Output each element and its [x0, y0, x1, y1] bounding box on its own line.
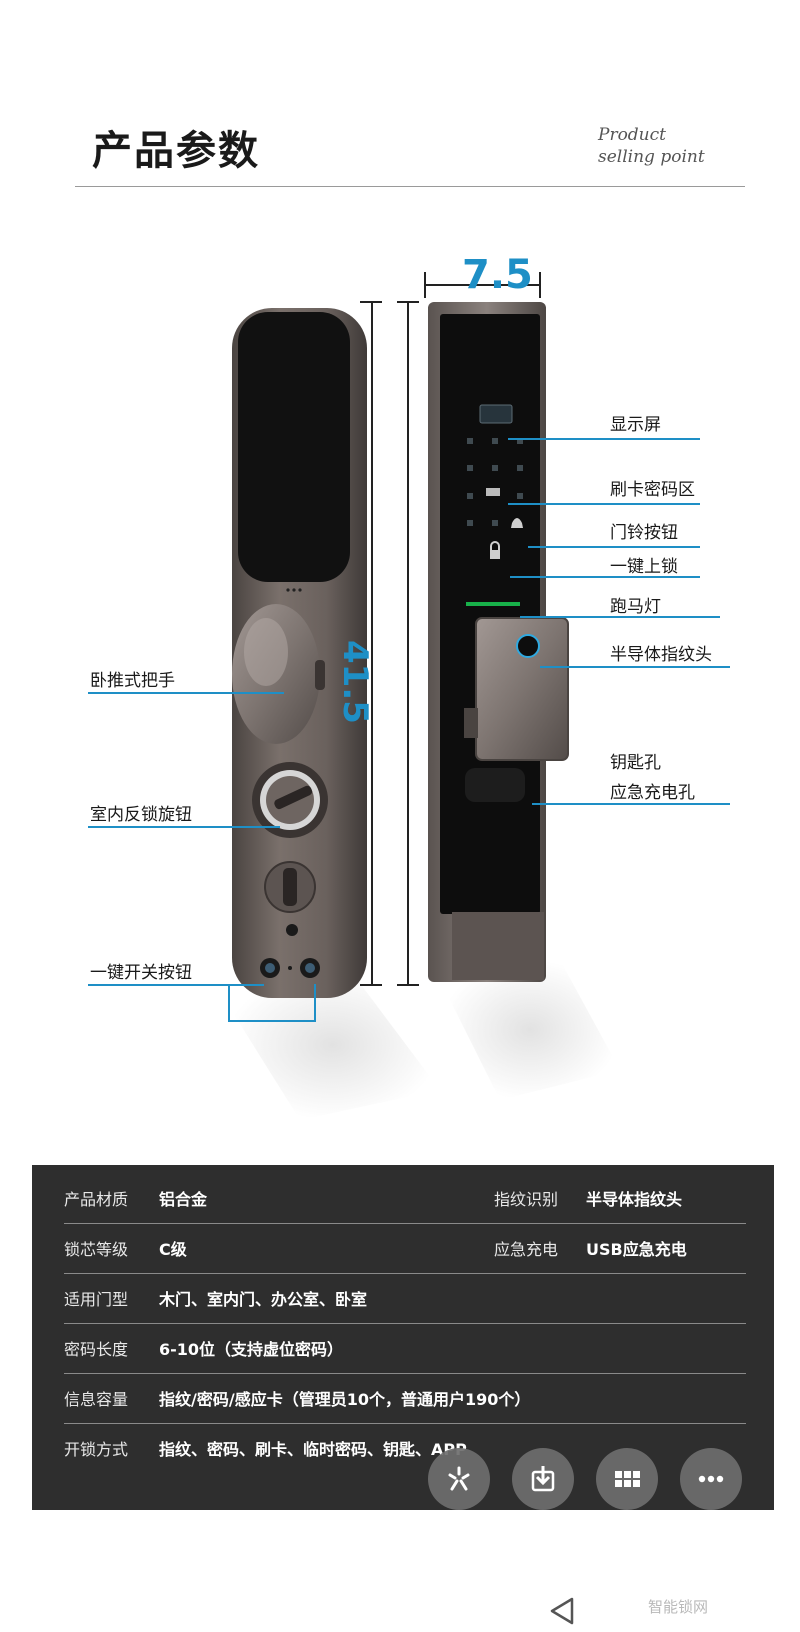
callout-line-marquee-light: [520, 616, 720, 618]
callout-handle: 卧推式把手: [90, 671, 175, 691]
header-divider: [75, 186, 745, 187]
tagline: Product selling point: [598, 124, 705, 168]
callout-one-key-lock: 一键上锁: [610, 557, 678, 577]
dimension-width-label: 7.5: [462, 252, 533, 298]
callout-switch-button: 一键开关按钮: [90, 963, 192, 983]
callout-line-fingerprint: [540, 666, 730, 668]
spec-value: 半导体指纹头: [586, 1190, 683, 1209]
spec-row-door-type: 适用门型 木门、室内门、办公室、卧室: [64, 1273, 746, 1324]
spec-label: 密码长度: [64, 1340, 129, 1359]
more-icon: [698, 1475, 724, 1483]
spec-value: 指纹、密码、刷卡、临时密码、钥匙、APP: [159, 1440, 467, 1459]
tagline-line-1: Product: [598, 125, 666, 145]
callout-line-switch-button: [88, 984, 264, 986]
spec-value: 6-10位（支持虚位密码）: [159, 1340, 344, 1359]
callout-doorbell: 门铃按钮: [610, 523, 678, 543]
shadow-right: [440, 960, 620, 1100]
tagline-line-2: selling point: [598, 147, 705, 167]
more-button[interactable]: [680, 1448, 742, 1510]
page-title: 产品参数: [92, 128, 260, 174]
back-icon[interactable]: [548, 1596, 576, 1626]
callout-bracket-switch-button: [228, 984, 316, 1022]
callout-line-display: [508, 438, 700, 440]
spec-label: 信息容量: [64, 1390, 129, 1409]
watermark: 智能锁网: [648, 1598, 709, 1616]
spec-value: 木门、室内门、办公室、卧室: [159, 1290, 368, 1309]
spec-label: 指纹识别: [494, 1190, 559, 1209]
callout-line-doorbell: [528, 546, 700, 548]
product-illustration: [225, 272, 620, 1120]
callout-emergency-charge: 应急充电孔: [610, 783, 695, 803]
spec-value: USB应急充电: [586, 1240, 687, 1259]
width-dimension: [424, 272, 541, 298]
spec-row-cylinder: 锁芯等级 C级 应急充电 USB应急充电: [64, 1223, 746, 1274]
callout-card-keypad: 刷卡密码区: [610, 480, 695, 500]
spec-row-unlock-methods: 开锁方式 指纹、密码、刷卡、临时密码、钥匙、APP: [64, 1423, 746, 1473]
dimension-height-label: 41.5: [335, 640, 375, 724]
callout-keyhole: 钥匙孔: [610, 753, 661, 773]
spec-row-password-length: 密码长度 6-10位（支持虚位密码）: [64, 1323, 746, 1374]
grid-icon: [615, 1471, 640, 1487]
spec-value: 指纹/密码/感应卡（管理员10个，普通用户190个）: [159, 1390, 531, 1409]
sparkle-icon: [448, 1466, 470, 1491]
indoor-panel: [232, 308, 367, 998]
callout-display: 显示屏: [610, 415, 661, 435]
spec-label: 锁芯等级: [64, 1240, 129, 1259]
callout-line-one-key-lock: [510, 576, 700, 578]
outdoor-panel: [428, 302, 569, 982]
spec-row-capacity: 信息容量 指纹/密码/感应卡（管理员10个，普通用户190个）: [64, 1373, 746, 1424]
callout-indoor-knob: 室内反锁旋钮: [90, 805, 192, 825]
download-button[interactable]: [512, 1448, 574, 1510]
grid-button[interactable]: [596, 1448, 658, 1510]
shadow-left: [225, 970, 440, 1120]
callout-line-handle: [88, 692, 284, 694]
sparkle-button[interactable]: [428, 1448, 490, 1510]
spec-label: 产品材质: [64, 1190, 129, 1209]
height-dimension: [360, 301, 419, 986]
spec-table: 产品材质 铝合金 指纹识别 半导体指纹头 锁芯等级 C级 应急充电 USB应急充…: [32, 1165, 774, 1510]
callout-line-card-keypad: [508, 503, 700, 505]
download-icon: [531, 1466, 555, 1492]
spec-label: 应急充电: [494, 1240, 559, 1259]
spec-value: C级: [159, 1240, 187, 1259]
spec-value: 铝合金: [159, 1190, 208, 1209]
spec-label: 适用门型: [64, 1290, 129, 1309]
spec-row-material: 产品材质 铝合金 指纹识别 半导体指纹头: [64, 1173, 746, 1224]
callout-marquee-light: 跑马灯: [610, 597, 661, 617]
callout-line-keyhole: [532, 803, 730, 805]
callout-fingerprint: 半导体指纹头: [610, 645, 712, 665]
spec-label: 开锁方式: [64, 1440, 129, 1459]
callout-line-indoor-knob: [88, 826, 280, 828]
